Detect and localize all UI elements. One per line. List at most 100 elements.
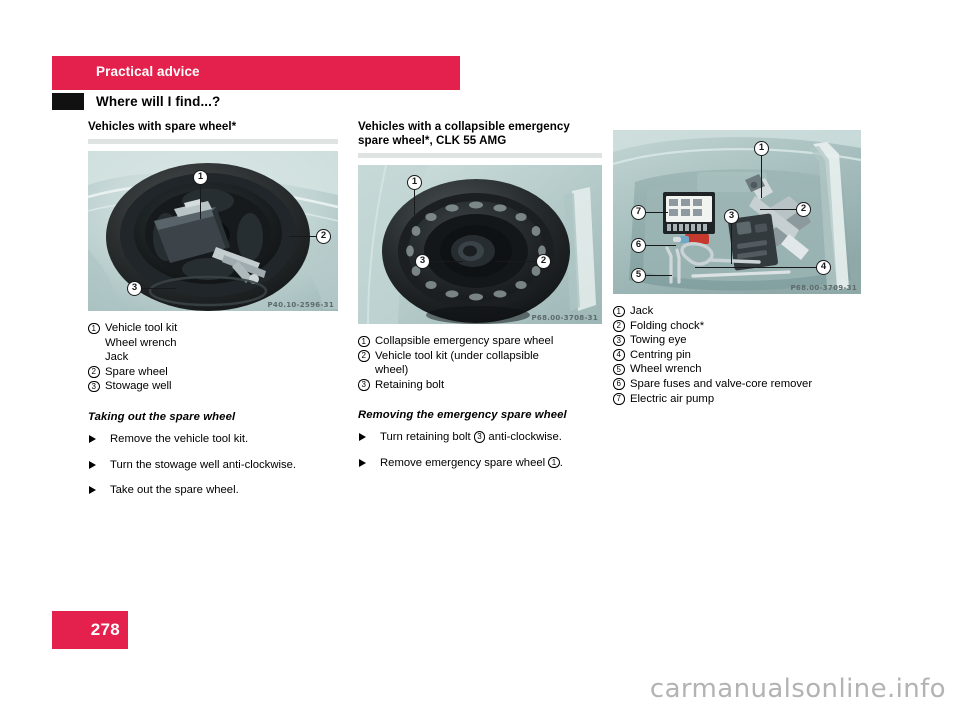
item-label: Towing eye [630,334,687,347]
item-label: Retaining bolt [375,378,445,391]
list-item: 3 Towing eye [613,333,861,348]
item-number: 2 [88,366,100,378]
item-number: 2 [358,350,370,362]
figure-leader-2 [495,261,536,263]
item-number: 3 [613,334,625,347]
step-text-after: . [559,456,563,469]
step-label: Remove the vehicle tool kit. [110,432,249,445]
figure-callout-3: 3 [415,254,430,269]
heading-divider [88,139,338,144]
figure-callout-7: 7 [631,205,646,220]
list-item: 3 Retaining bolt [358,378,602,393]
figure-callout-2: 2 [316,229,331,244]
triangle-bullet-icon [359,458,366,467]
figure-spare-wheel-graphic [88,151,338,311]
figure-callout-3: 3 [724,209,739,224]
item-label: Stowage well [105,380,172,393]
middle-item-list: 1 Collapsible emergency spare wheel 2 Vehi… [358,334,602,392]
list-item: 1 Collapsible emergency spare wheel [358,334,602,349]
left-item-list: 1 Vehicle tool kit Wheel wrench Jack 2 Spa… [88,321,338,394]
figure-tool-kit-graphic [613,130,861,294]
list-item: 3 Stowage well [88,379,338,394]
chapter-title: Practical advice [96,64,200,79]
section-marker-tab [52,93,84,110]
figure-leader-5 [646,275,672,277]
figure-code: P68.00-3708-31 [531,314,598,322]
figure-emergency-spare-wheel-graphic [358,165,602,324]
list-item: 2 Vehicle tool kit (under collapsible [358,349,602,364]
left-column-heading: Vehicles with spare wheel* [88,120,237,133]
list-item: 6 Spare fuses and valve-core remover [613,377,861,392]
item-number: 7 [613,393,625,405]
heading-divider [358,153,602,158]
figure-emergency-spare-wheel: 1 2 3 P68.00-3708-31 [358,165,602,324]
figure-callout-1: 1 [754,141,769,156]
figure-leader-1 [200,185,202,219]
left-step-list: Remove the vehicle tool kit. Turn the st… [88,432,338,498]
figure-code: P40.10-2596-31 [267,301,334,309]
step-text-before: Remove emergency spare wheel [380,456,549,469]
item-label: Spare wheel [105,365,168,378]
figure-leader-3 [731,224,733,264]
triangle-bullet-icon [89,434,96,443]
chapter-banner: Practical advice [52,56,460,90]
item-label: Wheel wrench [630,363,702,376]
inline-reference-number: 1 [548,456,560,469]
step-item: Remove the vehicle tool kit. [88,432,338,447]
middle-step-list: Turn retaining bolt 3 anti-clockwise. Re… [358,430,602,470]
step-item: Take out the spare wheel. [88,483,338,498]
list-item: wheel) [358,363,602,378]
item-label: Vehicle tool kit [105,322,178,334]
item-label: Collapsible emergency spare wheel [375,335,554,347]
step-label: Take out the spare wheel. [110,484,239,497]
triangle-bullet-icon [89,460,96,469]
middle-procedure-heading: Removing the emergency spare wheel [358,409,567,422]
step-label: Turn the stowage well anti-clockwise. [110,458,297,471]
figure-tool-kit: 1 2 3 4 5 6 7 P68.00-3709-31 [613,130,861,294]
item-label: Spare fuses and valve-core remover [630,377,813,390]
figure-callout-2: 2 [536,254,551,269]
item-number: 1 [358,335,370,347]
figure-leader-3 [430,261,463,263]
page-number-box: 278 [52,611,128,649]
left-procedure-heading: Taking out the spare wheel [88,410,236,423]
item-label: Jack [105,351,129,364]
column-left: Vehicles with spare wheel* [88,120,338,509]
figure-code: P68.00-3709-31 [790,284,857,292]
page-number: 278 [90,620,120,639]
list-item: 1 Vehicle tool kit [88,321,338,336]
figure-callout-6: 6 [631,238,646,253]
step-text-after: anti-clockwise. [485,431,562,444]
item-number: 3 [358,379,370,391]
step-text-before: Turn retaining bolt [380,431,474,444]
figure-leader-1 [414,190,416,215]
item-number: 2 [613,320,625,332]
item-label: Jack [630,305,654,317]
column-middle: Vehicles with a collapsible emergency sp… [358,120,602,482]
figure-leader-2 [760,209,796,211]
figure-leader-2 [289,236,316,238]
triangle-bullet-icon [359,433,366,442]
figure-leader-1 [761,156,763,198]
list-item: Wheel wrench [88,336,338,351]
step-item: Turn retaining bolt 3 anti-clockwise. [358,430,602,445]
item-label: Vehicle tool kit (under collapsible [375,349,539,362]
item-number: 1 [88,322,100,334]
item-number: 6 [613,378,625,390]
middle-column-heading: Vehicles with a collapsible emergency sp… [358,120,602,148]
list-item: 2 Spare wheel [88,365,338,380]
item-number: 3 [88,380,100,393]
inline-reference-number: 3 [473,431,486,443]
list-item: Jack [88,350,338,365]
figure-leader-7 [646,212,668,214]
item-label: Centring pin [630,348,691,361]
figure-spare-wheel: 1 2 3 P40.10-2596-31 [88,151,338,311]
page-title: Where will I find...? [96,94,221,109]
